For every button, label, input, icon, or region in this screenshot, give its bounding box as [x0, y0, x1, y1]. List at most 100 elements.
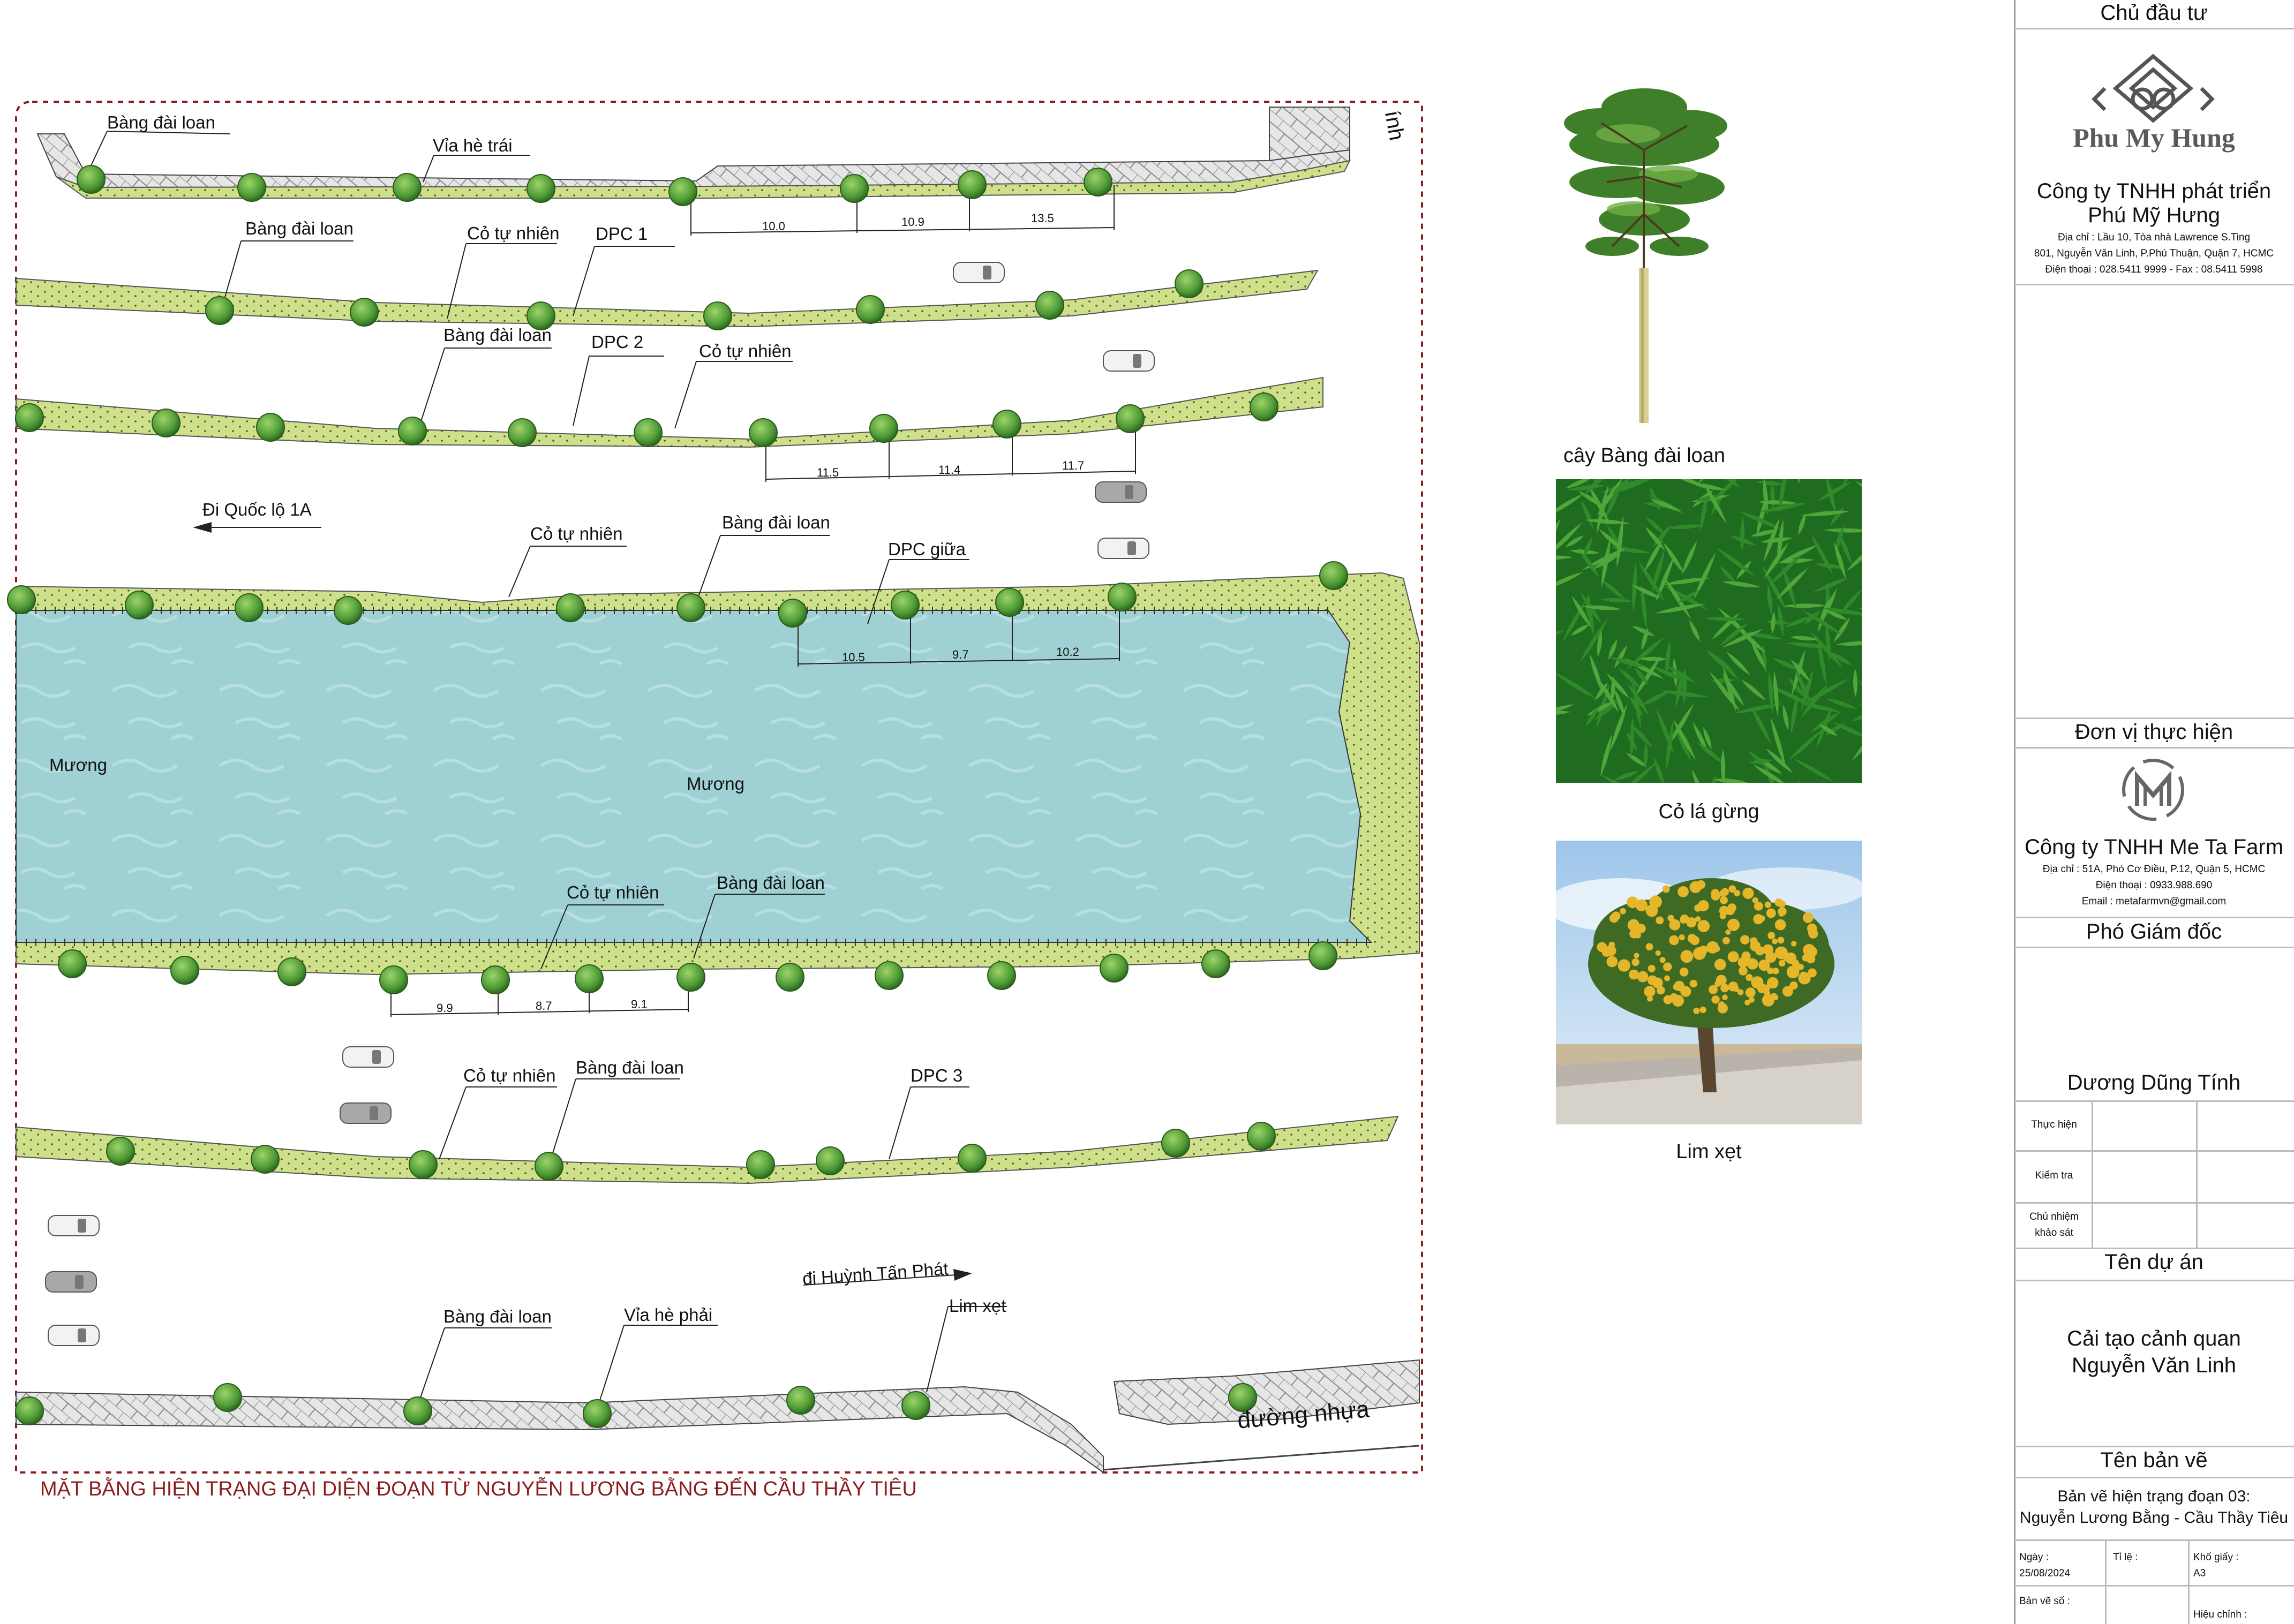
tree-symbol — [958, 170, 987, 199]
owner-address-1: Địa chỉ : Lầu 10, Tòa nhà Lawrence S.Tin… — [2057, 232, 2251, 243]
divider — [2014, 747, 2294, 749]
tree-symbol — [891, 591, 920, 620]
divider — [2014, 1585, 2294, 1587]
sig-grid-line — [2196, 1100, 2198, 1248]
paper-label: Khổ giấy : — [2193, 1552, 2239, 1563]
label-bang-dai-loan-6: Bàng đài loan — [576, 1058, 684, 1077]
contractor-heading: Đơn vị thực hiện — [2074, 720, 2233, 744]
tree-symbol — [992, 410, 1021, 439]
tree-symbol — [77, 165, 106, 194]
project-name-line-1: Cải tạo cảnh quan — [2067, 1327, 2241, 1350]
label-co-tu-nhien-1: Cỏ tự nhiên — [467, 223, 560, 243]
tree-symbol — [106, 1137, 135, 1166]
label-bang-dai-loan-7: Bàng đài loan — [443, 1306, 552, 1326]
cars-group — [45, 262, 1155, 1346]
tree-symbol — [277, 957, 306, 986]
tree-symbol — [398, 417, 427, 445]
legend-caption-co: Cỏ lá gừng — [1658, 800, 1759, 823]
phu-my-hung-logo-text: Phu My Hung — [2073, 123, 2235, 153]
sig-label-kiem-tra: Kiểm tra — [2035, 1170, 2073, 1181]
tree-symbol — [746, 1150, 775, 1179]
tree-symbol — [350, 298, 379, 327]
car-symbol — [953, 262, 1005, 283]
tree-symbol — [256, 413, 285, 442]
project-name-line-2: Nguyễn Văn Linh — [2072, 1354, 2236, 1377]
asphalt-edge — [1103, 1445, 1420, 1471]
label-bang-dai-loan-3: Bàng đài loan — [443, 325, 552, 345]
top-right-paving — [1269, 107, 1350, 162]
dim-10-0: 10.0 — [762, 220, 785, 233]
tree-symbol — [58, 949, 87, 978]
sig-label-chu-nhiem-2: khảo sát — [2035, 1227, 2073, 1238]
label-via-he-phai: Vỉa hè phải — [624, 1305, 713, 1325]
median-strip-3 — [16, 1115, 1399, 1184]
label-co-tu-nhien-3: Cỏ tự nhiên — [530, 524, 623, 543]
tree-symbol — [481, 965, 510, 994]
tree-symbol — [840, 174, 869, 203]
car-symbol — [1095, 481, 1147, 503]
owner-phone: Điện thoại : 028.5411 9999 - Fax : 08.54… — [2045, 264, 2263, 275]
site-plan — [7, 101, 1423, 1474]
owner-heading: Chủ đầu tư — [2100, 1, 2208, 25]
label-co-tu-nhien-5: Cỏ tự nhiên — [463, 1066, 556, 1085]
left-sidewalk — [36, 133, 1350, 188]
label-bang-dai-loan-1: Bàng đài loan — [107, 112, 215, 132]
tree-symbol — [393, 173, 422, 202]
label-bang-dai-loan-2: Bàng đài loan — [245, 218, 353, 238]
tree-symbol — [634, 418, 663, 447]
divider — [2014, 1539, 2294, 1541]
divider — [2014, 1100, 2294, 1102]
tree-symbol — [235, 593, 264, 622]
car-symbol — [48, 1215, 100, 1236]
divider — [2014, 284, 2294, 285]
trees-group — [7, 165, 1348, 1428]
owner-name-line-1: Công ty TNHH phát triển — [2036, 179, 2272, 203]
tree-symbol — [7, 585, 36, 614]
dim-8-7: 8.7 — [536, 999, 552, 1013]
tree-symbol — [152, 409, 180, 437]
tree-symbol — [237, 173, 266, 202]
tree-symbol — [213, 1383, 242, 1412]
label-muong-left: Mương — [49, 755, 107, 775]
title-block-border — [2014, 0, 2015, 1624]
divider — [2014, 1202, 2294, 1204]
label-bang-dai-loan-4: Bàng đài loan — [722, 512, 830, 532]
label-co-tu-nhien-2: Cỏ tự nhiên — [699, 341, 792, 361]
owner-address-2: 801, Nguyễn Văn Linh, P.Phú Thuận, Quận … — [2034, 248, 2274, 259]
meta-farm-logo — [2122, 759, 2184, 821]
tree-symbol — [676, 593, 705, 622]
label-via-he-trai: Vỉa hè trái — [433, 135, 513, 155]
dim-10-5: 10.5 — [842, 651, 865, 664]
dimension-lines — [390, 185, 1136, 1017]
tree-symbol — [786, 1386, 815, 1415]
divider — [2014, 1446, 2294, 1447]
tree-symbol — [403, 1396, 432, 1425]
car-symbol — [340, 1102, 392, 1124]
dim-9-9: 9.9 — [437, 1001, 453, 1015]
tree-symbol — [995, 588, 1024, 617]
label-dpc-1: DPC 1 — [596, 224, 648, 244]
drawing-title: MẶT BẰNG HIỆN TRẠNG ĐẠI DIỆN ĐOẠN TỪ NGU… — [40, 1478, 917, 1500]
median-strip-1 — [16, 269, 1319, 328]
label-dpc-3: DPC 3 — [911, 1066, 963, 1085]
arrow-right-htp — [953, 1269, 972, 1281]
date-value: 25/08/2024 — [2019, 1568, 2071, 1579]
contractor-phone: Điện thoại : 0933.988.690 — [2095, 880, 2213, 891]
tree-symbol — [583, 1399, 612, 1428]
car-symbol — [45, 1271, 97, 1293]
legend-tree-bang-dai-loan-image — [1564, 88, 1727, 423]
label-corner-text: ính — [1380, 109, 1409, 142]
tree-symbol — [575, 964, 604, 993]
tree-symbol — [1175, 269, 1204, 298]
divider — [2014, 1150, 2294, 1152]
tree-symbol — [1100, 954, 1129, 983]
info-grid-line — [2105, 1539, 2107, 1624]
divider — [2014, 1248, 2294, 1249]
canal — [16, 610, 1373, 943]
label-lim-xet: Lim xẹt — [949, 1296, 1006, 1316]
tree-symbol — [1035, 291, 1064, 320]
tree-symbol — [15, 403, 44, 432]
arrow-left-ql1a — [193, 522, 212, 533]
tree-symbol — [668, 177, 697, 206]
tree-symbol — [958, 1144, 987, 1173]
